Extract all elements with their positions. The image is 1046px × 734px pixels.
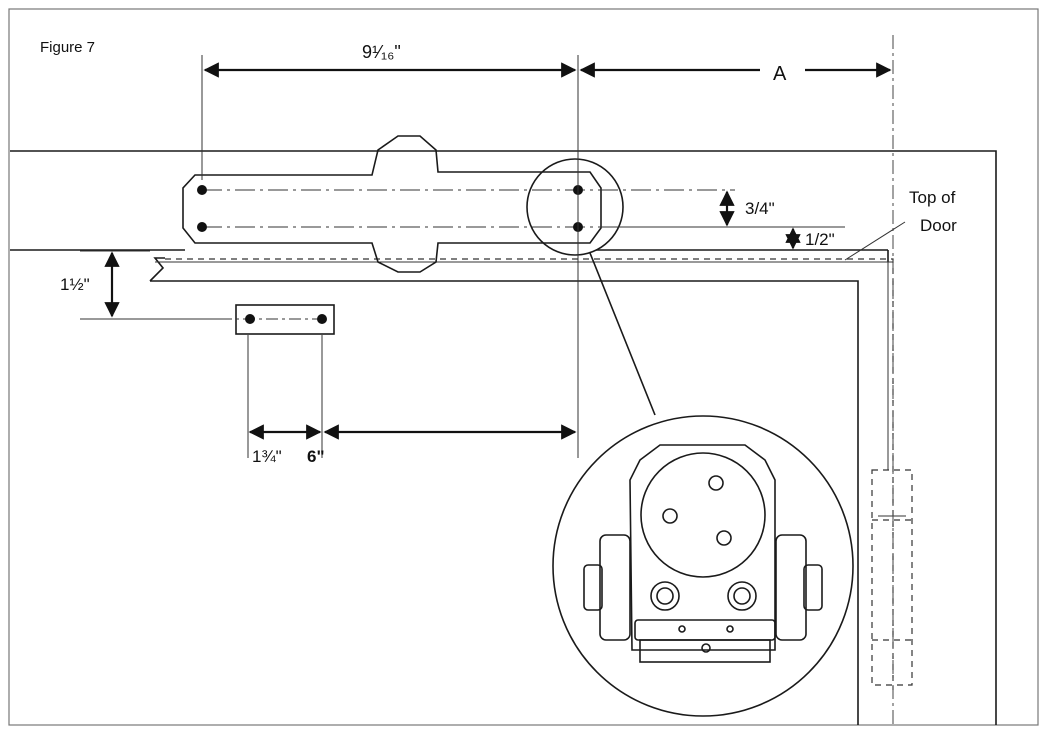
dim-three-quarter-label: 3/4"	[745, 199, 775, 218]
arm-shoe-bracket	[220, 304, 335, 335]
door-hinge	[871, 469, 913, 686]
detail-callout-circle	[526, 158, 624, 256]
figure-title: Figure 7	[40, 39, 95, 56]
dim-six-label: 6"	[307, 447, 325, 466]
detail-leader-line	[589, 252, 656, 416]
top-of-door-leader	[844, 221, 906, 261]
top-of-door-label-line1: Top of	[909, 188, 956, 207]
dim-a-label: A	[773, 63, 787, 85]
door-outline	[149, 257, 894, 725]
figure-border	[8, 8, 1039, 726]
door-frame	[10, 150, 997, 725]
top-of-door-dashed-line	[165, 258, 894, 690]
dim-one-three-quarter-label: 1¾"	[252, 447, 282, 466]
dim-top-width-label: 9¹⁄₁₆"	[362, 42, 401, 62]
closer-body	[182, 135, 735, 273]
top-of-door-label-line2: Door	[920, 216, 957, 235]
dim-one-half-label: 1½"	[60, 275, 90, 294]
extension-lines	[80, 55, 845, 458]
dim-half-label: 1/2"	[805, 230, 835, 249]
magnified-detail-view	[552, 415, 854, 717]
